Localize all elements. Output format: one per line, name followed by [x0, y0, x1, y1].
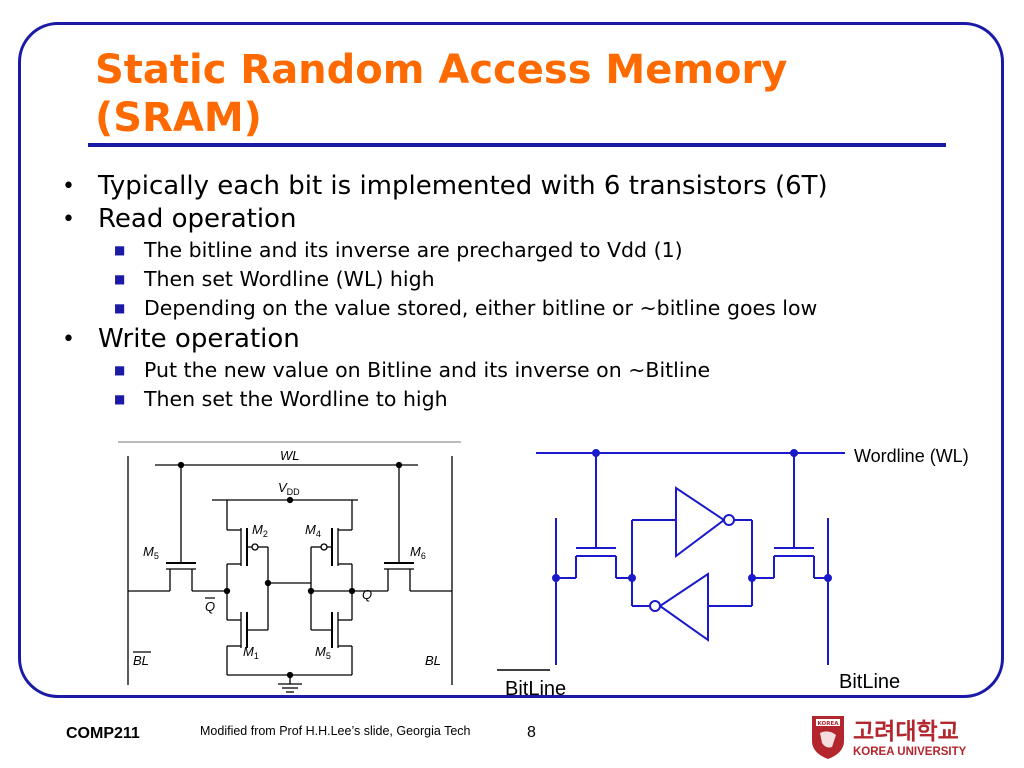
sub-bullet-item: ■ Then set Wordline (WL) high — [62, 265, 962, 294]
q-bar-label: Q — [205, 599, 215, 614]
six-transistor-schematic: WL VDD M2 M4 M5 M6 Q Q M1 M5 BL BL — [118, 441, 461, 693]
sub-bullet-glyph: ■ — [114, 243, 126, 257]
bullet-text: Read operation — [98, 204, 297, 234]
bullet-text: Typically each bit is implemented with 6… — [98, 171, 828, 201]
sub-bullet-glyph: ■ — [114, 363, 126, 377]
course-code: COMP211 — [66, 725, 140, 742]
upper-inverter — [675, 486, 726, 558]
page-number: 8 — [527, 724, 536, 741]
bullet-glyph: • — [62, 327, 75, 352]
sub-bullet-glyph: ■ — [114, 392, 126, 406]
sub-bullet-text: Then set the Wordline to high — [144, 387, 448, 411]
svg-text:KOREA: KOREA — [818, 721, 840, 727]
slide-frame — [18, 22, 1004, 698]
sub-bullet-glyph: ■ — [114, 301, 126, 315]
q-label: Q — [362, 587, 372, 602]
bl-label: BL — [425, 653, 441, 668]
m5-left-label: M5 — [143, 544, 159, 561]
sub-bullet-item: ■ Put the new value on Bitline and its in… — [62, 356, 962, 385]
wl-label: WL — [280, 448, 300, 463]
bitline-label: BitLine — [839, 671, 900, 693]
sub-bullet-item: ■ Then set the Wordline to high — [62, 385, 962, 414]
m5-label: M5 — [315, 644, 331, 661]
sub-bullet-text: The bitline and its inverse are precharg… — [144, 238, 683, 262]
sub-bullet-glyph: ■ — [114, 272, 126, 286]
sub-bullet-item: ■ Depending on the value stored, either b… — [62, 294, 962, 323]
m1-label: M1 — [243, 644, 259, 661]
bullet-item: • Typically each bit is implemented with … — [62, 170, 962, 203]
bl-bar-label: BL — [133, 653, 149, 668]
sub-bullet-text: Depending on the value stored, either bi… — [144, 296, 818, 320]
wordline-label: Wordline (WL) — [854, 446, 969, 466]
m6-label: M6 — [410, 544, 426, 561]
sub-bullet-text: Put the new value on Bitline and its inv… — [144, 358, 711, 382]
korea-university-logo: KOREA 고려대학교 KOREA UNIVERSITY — [812, 716, 967, 759]
sub-bullet-item: ■ The bitline and its inverse are prechar… — [62, 236, 962, 265]
bullet-text: Write operation — [98, 324, 300, 354]
logo-english-text: KOREA UNIVERSITY — [853, 746, 967, 758]
slide-title-line-2: (SRAM) — [95, 95, 262, 141]
bullet-list: • Typically each bit is implemented with … — [62, 170, 962, 414]
m2-label: M2 — [252, 522, 268, 539]
vdd-label: VDD — [278, 480, 300, 497]
bitline-bar-label: BitLine — [505, 678, 566, 700]
bullet-glyph: • — [62, 207, 75, 232]
slide-title: Static Random Access Memory (SRAM) — [95, 46, 787, 142]
bullet-glyph: • — [62, 174, 75, 199]
bullet-item: • Read operation — [62, 203, 962, 236]
logo-korean-text: 고려대학교 — [853, 719, 959, 745]
title-underline — [88, 143, 946, 147]
lower-inverter — [658, 572, 709, 642]
slide-title-line-1: Static Random Access Memory — [95, 47, 788, 93]
footer-credit: Modified from Prof H.H.Lee’s slide, Geor… — [200, 724, 471, 738]
cross-coupled-inverter-diagram: Wordline (WL) BitLine BitLine — [497, 446, 969, 700]
sub-bullet-text: Then set Wordline (WL) high — [144, 267, 435, 291]
m4-label: M4 — [305, 522, 321, 539]
bullet-item: • Write operation — [62, 323, 962, 356]
